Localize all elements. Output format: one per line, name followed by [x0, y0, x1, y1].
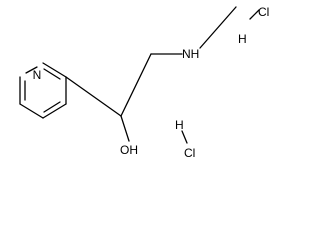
ring-bond-c2-c3: [19, 103, 44, 119]
hcl-bond-2: [181, 130, 188, 144]
bond-carbinol-to-oh: [120, 115, 130, 142]
ring-double-bond-inner-3: [43, 68, 61, 80]
hydrogen-label-1: H: [238, 32, 247, 46]
hcl-salt-1: Cl H: [238, 5, 269, 46]
pyridine-nitrogen-label: N: [33, 68, 42, 82]
hcl-salt-2: H Cl: [175, 118, 195, 160]
ring-double-bond-inner-2: [43, 101, 61, 113]
hydroxyl-label: OH: [120, 143, 138, 157]
hcl-bond-1: [249, 9, 260, 20]
ring-bond-c5-c6: [42, 62, 67, 78]
bond-ring-to-carbinol: [65, 76, 122, 117]
chloride-label-2: Cl: [184, 146, 195, 160]
chloride-label-1: Cl: [258, 5, 269, 19]
amine-label: NH: [182, 47, 199, 61]
hydrogen-label-2: H: [175, 118, 184, 132]
bond-carbinol-to-ch2: [120, 53, 152, 117]
pyridine-ring: [19, 62, 67, 119]
bond-nh-to-methyl: [199, 6, 237, 49]
ring-bond-c3-c4: [42, 103, 67, 119]
side-chain: [65, 6, 237, 142]
structure-canvas: N NH OH Cl H H Cl: [19, 5, 269, 160]
ring-bond-c6-n: [25, 66, 38, 74]
molecule-diagram: N NH OH Cl H H Cl: [19, 5, 269, 160]
